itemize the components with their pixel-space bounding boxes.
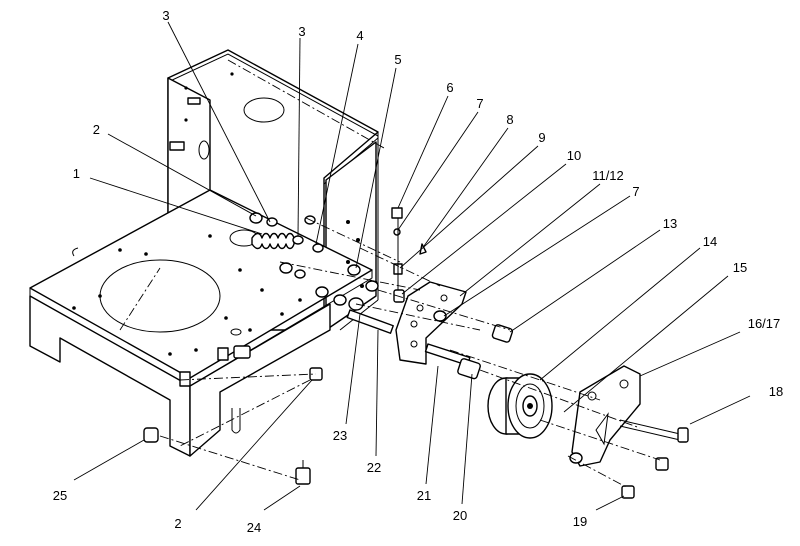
callout-18: 18 — [769, 384, 783, 399]
callout-10: 10 — [567, 148, 581, 163]
callout-labels: 1 2 3 3 4 5 6 7 8 9 10 11/12 7 13 14 15 … — [53, 8, 783, 535]
callout-5: 5 — [394, 52, 401, 67]
chassis-frame — [29, 49, 379, 457]
spacers — [457, 324, 514, 380]
callout-6: 6 — [446, 80, 453, 95]
callout-1: 1 — [73, 166, 80, 181]
deck-holes — [72, 72, 364, 356]
callout-4: 4 — [356, 28, 363, 43]
tension-spring — [251, 232, 295, 250]
callout-14: 14 — [703, 234, 717, 249]
leader-lines — [73, 21, 751, 511]
callout-24: 24 — [247, 520, 261, 535]
callout-2b: 2 — [174, 516, 181, 531]
idler-plate — [569, 365, 641, 467]
idler-pulley — [487, 373, 553, 439]
callout-19: 19 — [573, 514, 587, 529]
callout-22: 22 — [367, 460, 381, 475]
callout-11: 11/12 — [592, 168, 624, 183]
center-lines — [159, 59, 661, 489]
callout-3a: 3 — [162, 8, 169, 23]
callout-16: 16/17 — [748, 316, 781, 331]
hardware-stack — [249, 207, 427, 311]
bolts — [143, 367, 689, 499]
callout-3b: 3 — [298, 24, 305, 39]
callout-2a: 2 — [93, 122, 100, 137]
callout-8: 8 — [506, 112, 513, 127]
callout-9: 9 — [538, 130, 545, 145]
callout-13: 13 — [663, 216, 677, 231]
callout-7b: 7 — [632, 184, 639, 199]
callout-15: 15 — [733, 260, 747, 275]
callout-23: 23 — [333, 428, 347, 443]
callout-20: 20 — [453, 508, 467, 523]
idler-arm — [346, 281, 471, 366]
callout-21: 21 — [417, 488, 431, 503]
callout-25: 25 — [53, 488, 67, 503]
callout-7a: 7 — [476, 96, 483, 111]
